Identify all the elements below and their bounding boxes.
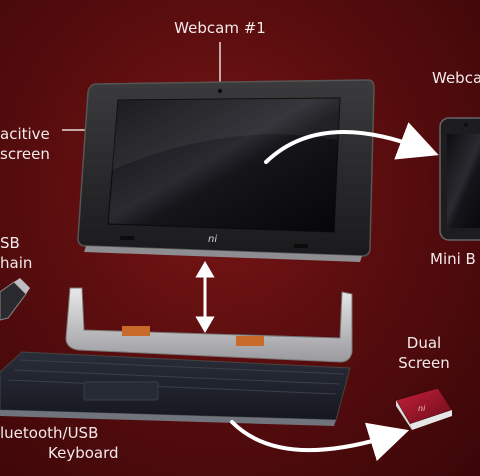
usb-stick-device: [0, 278, 30, 321]
arrow-to-mini-phone: [264, 122, 439, 164]
mini-phone-device: [439, 117, 480, 241]
dock-double-arrow: [195, 261, 215, 333]
usb-label-line1: SB: [0, 234, 20, 252]
mini-label: Mini B: [430, 250, 476, 268]
touchscreen-label-line2: screen: [0, 145, 50, 163]
arrow-to-dual-screen: [230, 420, 410, 462]
webcam1-label: Webcam #1: [174, 19, 266, 37]
keyboard-label-line2: Keyboard: [48, 444, 119, 462]
tablet-device: ni: [77, 79, 375, 262]
dual-screen-label-line1: Dual: [406, 334, 442, 352]
webcam2-label: Webca: [432, 69, 480, 87]
svg-text:ni: ni: [418, 404, 426, 413]
usb-label-line2: hain: [0, 254, 33, 272]
dual-screen-label-line2: Screen: [398, 354, 450, 372]
dual-screen-device: ni: [395, 387, 453, 430]
touchscreen-label-line1: acitive: [0, 125, 50, 143]
keyboard-label-line1: luetooth/USB: [0, 424, 99, 442]
tablet-logo: ni: [208, 234, 217, 245]
keyboard-dock: [0, 287, 353, 426]
